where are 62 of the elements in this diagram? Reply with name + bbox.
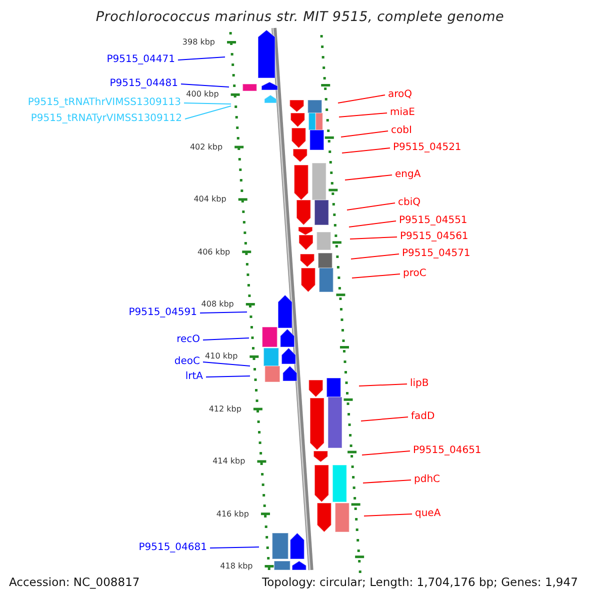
- gene-label: P9515_04481: [110, 78, 178, 90]
- leader-line: [184, 102, 232, 104]
- gene-label: P9515_04551: [399, 215, 468, 227]
- leader-line: [348, 220, 396, 228]
- gene-label: aroQ: [388, 89, 412, 101]
- gene-label: lipB: [410, 378, 429, 390]
- leader-line: [350, 254, 400, 260]
- leader-line: [200, 312, 248, 314]
- scale-label: 406 kbp: [198, 247, 230, 256]
- scale-label: 404 kbp: [194, 194, 226, 204]
- scale-label: 418 kbp: [220, 562, 253, 570]
- info-text: Topology: circular; Length: 1,704,176 bp; Genes: 1,947: [262, 575, 578, 589]
- gene-label: fadD: [411, 411, 435, 423]
- scale-label: 402 kbp: [190, 142, 223, 152]
- scale-label: 412 kbp: [208, 404, 242, 414]
- scale-label: 400 kbp: [186, 90, 219, 99]
- gene-label: recO: [176, 334, 200, 346]
- info-text: Accession: NC_008817: [9, 575, 140, 589]
- gene-label: P9515_04521: [393, 142, 462, 154]
- gene-label: P9515_04561: [400, 231, 468, 243]
- leader-line: [338, 94, 386, 104]
- gene-label: pdhC: [414, 474, 440, 486]
- gene-label: P9515_04681: [138, 542, 207, 554]
- leader-line: [340, 130, 388, 138]
- leader-line: [350, 236, 398, 240]
- gene-label: lrtA: [185, 371, 203, 383]
- leader-line: [358, 384, 408, 386]
- gene-label: deoC: [174, 356, 200, 368]
- leader-line: [364, 514, 412, 516]
- title: Prochlorococcus marinus str. MIT 9515, complete genome: [94, 9, 506, 25]
- leader-line: [338, 112, 388, 118]
- gene-label: cobI: [391, 125, 412, 137]
- leader-line: [206, 376, 250, 378]
- leader-line: [202, 338, 250, 340]
- gene-label: queA: [415, 508, 441, 520]
- gene-label: P9515_04651: [413, 445, 482, 457]
- gene-label: P9515_04591: [128, 307, 197, 319]
- gene-label: miaE: [390, 107, 415, 119]
- gene-label: cbiQ: [398, 197, 420, 209]
- gene-label: engA: [395, 169, 421, 181]
- gene-label: P9515_tRNAThrVIMSS1309113: [28, 97, 181, 109]
- leader-line: [360, 416, 408, 422]
- scale-label: 410 kbp: [205, 352, 238, 361]
- leader-line: [210, 546, 260, 548]
- leader-line: [184, 106, 232, 120]
- leader-line: [346, 202, 396, 210]
- leader-line: [202, 362, 250, 366]
- gene-label: proC: [403, 268, 426, 280]
- leader-line: [352, 274, 400, 278]
- leader-line: [342, 148, 390, 154]
- gene-label: P9515_04571: [402, 248, 470, 260]
- leader-line: [180, 84, 230, 88]
- scale-label: 416 kbp: [216, 509, 249, 518]
- scale-label: 398 kbp: [182, 38, 216, 46]
- scale-label: 408 kbp: [201, 300, 234, 308]
- gene-label: P9515_04471: [106, 54, 175, 66]
- leader-line: [344, 174, 392, 180]
- leader-line: [362, 450, 410, 456]
- gene-label: P9515_tRNATyrVIMSS1309112: [30, 113, 182, 125]
- leader-line: [178, 56, 226, 60]
- scale-label: 414 kbp: [212, 456, 246, 466]
- leader-line: [362, 480, 412, 484]
